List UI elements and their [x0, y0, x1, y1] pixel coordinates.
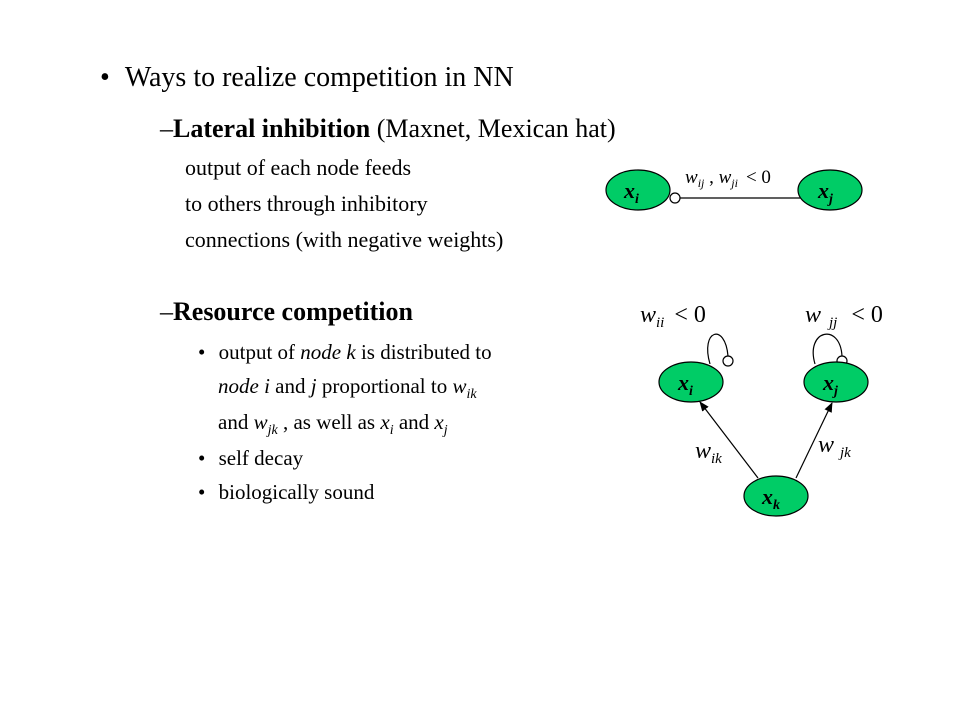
text: and [269, 374, 311, 398]
text: biologically sound [218, 480, 375, 504]
resource-item-1-line-2: node i and j proportional to wik [218, 374, 477, 403]
text-italic: x [380, 410, 390, 434]
text-italic: w [452, 374, 467, 398]
bullet-dot: • [198, 480, 206, 504]
text: and [393, 410, 435, 434]
node-label: xj [817, 178, 833, 207]
resource-item-1-line-3: and wjk , as well as xi and xj [218, 410, 448, 439]
text-italic: node i [218, 374, 270, 398]
lateral-title: Lateral inhibition [173, 114, 371, 143]
text: and [218, 410, 254, 434]
text: is distributed to [355, 340, 492, 364]
text: , as well as [277, 410, 381, 434]
text-italic: x [434, 410, 444, 434]
text-italic: w [253, 410, 268, 434]
resource-competition-heading: –Resource competition [160, 297, 413, 327]
self-loop-terminal-i [722, 355, 734, 367]
node-label: xk [761, 484, 780, 513]
text: output of [218, 340, 301, 364]
weight-label-wik: wik [695, 438, 722, 467]
edge-k-to-i [699, 401, 759, 479]
lateral-paren: (Maxnet, Mexican hat) [370, 114, 616, 143]
weight-label-wii: wii< 0 [640, 302, 706, 331]
text-italic: node k [300, 340, 356, 364]
text-italic: j [310, 374, 317, 398]
resource-title: Resource competition [173, 297, 413, 326]
inhibitory-terminal-left [669, 192, 681, 204]
self-loop-i [707, 333, 729, 365]
text: self decay [218, 446, 304, 470]
resource-item-3: • biologically sound [198, 480, 374, 505]
main-bullet-point: • Ways to realize competition in NN [100, 62, 514, 94]
dash: – [160, 297, 173, 326]
node-xi-top [605, 169, 671, 211]
node-label: xi [623, 178, 639, 207]
bullet-dot: • [198, 446, 206, 470]
edge-k-to-j [795, 402, 833, 479]
node-label: xj [822, 370, 838, 399]
node-xj [803, 361, 869, 403]
bullet-dot: • [100, 62, 110, 93]
node-xk [743, 475, 809, 517]
node-label: xi [677, 370, 693, 399]
dash: – [160, 114, 173, 143]
weight-label-top: wij , wji< 0 [685, 167, 771, 190]
resource-item-1: • output of node k is distributed to [198, 340, 492, 365]
subscript: j [443, 423, 448, 439]
subscript: i [389, 423, 394, 439]
node-xj-top [797, 169, 863, 211]
main-bullet-text: Ways to realize competition in NN [124, 62, 514, 93]
subscript: ik [466, 387, 477, 403]
resource-item-2: • self decay [198, 446, 303, 471]
lateral-line-3: connections (with negative weights) [185, 227, 504, 252]
subscript: jk [267, 423, 278, 439]
node-xi [658, 361, 724, 403]
lateral-line-1: output of each node feeds [185, 155, 412, 180]
lateral-line-2: to others through inhibitory [185, 191, 428, 216]
self-loop-j [812, 333, 843, 365]
text: proportional to [316, 374, 453, 398]
bullet-dot: • [198, 340, 206, 364]
lateral-inhibition-diagram: xi xj wij , wji< 0 [605, 167, 863, 211]
lateral-inhibition-heading: –Lateral inhibition (Maxnet, Mexican hat… [160, 114, 616, 144]
